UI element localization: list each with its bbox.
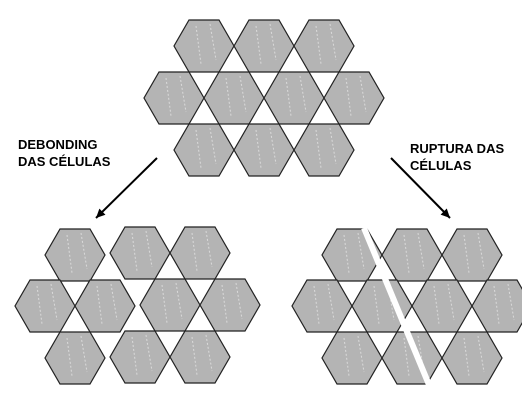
- cell: [15, 280, 75, 332]
- rupture-label: RUPTURA DAS CÉLULAS: [410, 140, 504, 174]
- rupture-label-line1: RUPTURA DAS: [410, 140, 504, 157]
- cell: [45, 229, 105, 281]
- cell: [412, 280, 472, 332]
- cell: [294, 124, 354, 176]
- cell: [170, 331, 230, 383]
- cell: [174, 20, 234, 72]
- intact-cell-cluster: [144, 20, 384, 176]
- cell: [294, 20, 354, 72]
- ruptured-cell-cluster: [292, 229, 522, 384]
- cell: [45, 332, 105, 384]
- cell: [234, 124, 294, 176]
- cell: [170, 227, 230, 279]
- debonded-cell-cluster: [15, 227, 260, 384]
- cell: [264, 72, 324, 124]
- cell: [144, 72, 204, 124]
- rupture-label-line2: CÉLULAS: [410, 157, 504, 174]
- cell: [110, 331, 170, 383]
- cell: [234, 20, 294, 72]
- cell: [204, 72, 264, 124]
- cell: [292, 280, 352, 332]
- cell: [442, 332, 502, 384]
- cell: [322, 332, 382, 384]
- cell: [382, 229, 442, 281]
- cell: [75, 280, 135, 332]
- cell: [324, 72, 384, 124]
- debonding-label-line2: DAS CÉLULAS: [18, 153, 110, 170]
- cell: [110, 227, 170, 279]
- cell: [442, 229, 502, 281]
- cell: [140, 279, 200, 331]
- cell: [174, 124, 234, 176]
- debonding-label: DEBONDING DAS CÉLULAS: [18, 136, 110, 170]
- debonding-label-line1: DEBONDING: [18, 136, 110, 153]
- cell: [200, 279, 260, 331]
